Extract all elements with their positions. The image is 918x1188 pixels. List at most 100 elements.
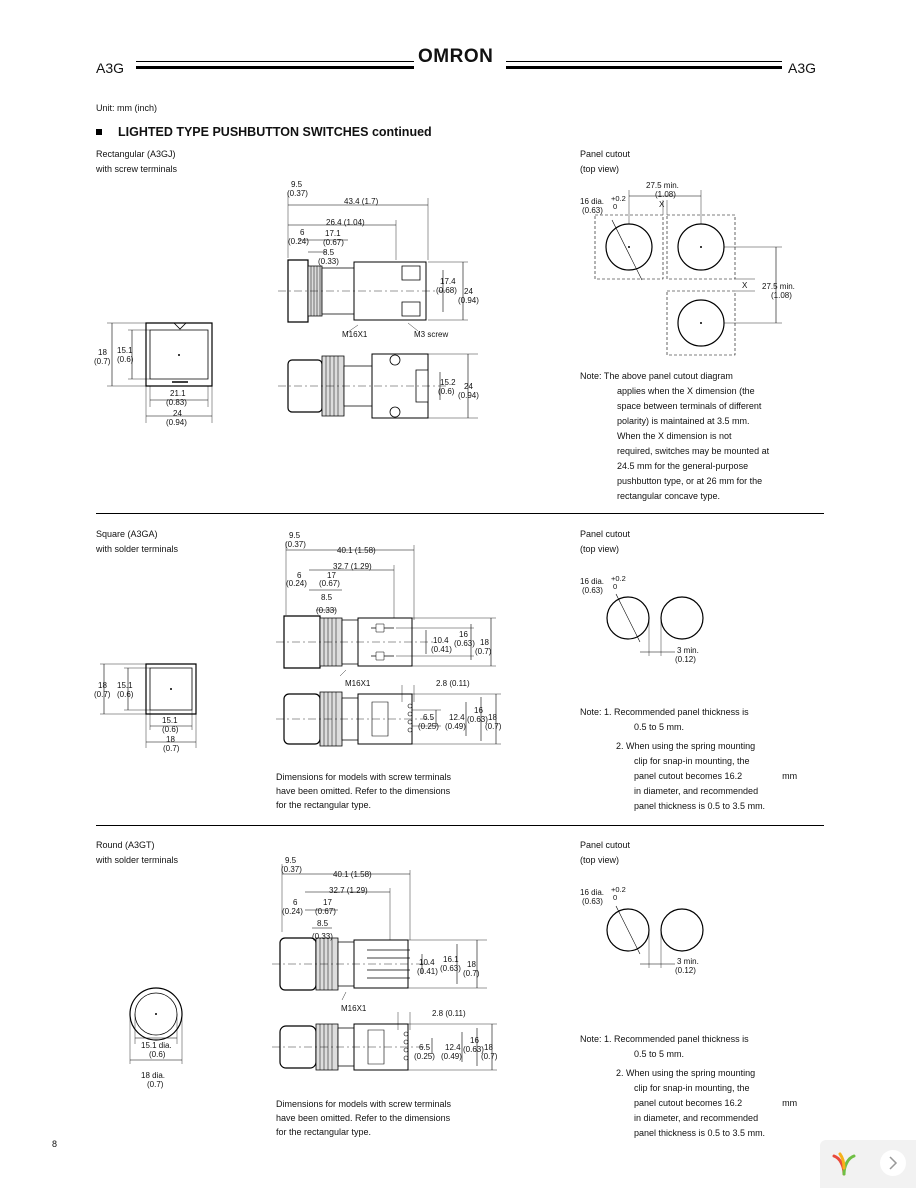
rect-cutout-dia-in: (0.63) (582, 206, 603, 215)
rect-cutout-title: Panel cutout (580, 149, 631, 159)
round-side-k-in: (0.7) (463, 969, 480, 978)
round-front-d2: 18 dia. (141, 1071, 166, 1080)
rect-note-line: space between terminals of different (617, 401, 762, 411)
square-side-m-in: (0.49) (445, 722, 466, 731)
section-divider (96, 825, 824, 826)
round-note-line: panel thickness is 0.5 to 3.5 mm. (634, 1128, 766, 1138)
rect-cutout-tol-plus: +0.2 (611, 194, 626, 203)
round-side-f: 8.5 (317, 919, 329, 928)
square-side-view-drawing (276, 540, 506, 755)
round-subtitle: with solder terminals (96, 855, 179, 865)
round-side-g-in: (0.41) (417, 967, 438, 976)
round-cutout-title: Panel cutout (580, 840, 631, 850)
rect-front-h1-in: (0.7) (94, 357, 111, 366)
unit-label: Unit: mm (inch) (96, 103, 158, 113)
square-cutout-gap-in: (0.12) (675, 655, 696, 664)
rect-front-view-drawing (90, 315, 230, 435)
rect-title: Rectangular (A3GJ) (96, 149, 176, 159)
square-note-line: panel thickness is 0.5 to 3.5 mm. (634, 801, 766, 811)
square-title: Square (A3GA) (96, 529, 158, 539)
rect-cutout-tol-zero: 0 (613, 202, 618, 211)
rect-cutout-drawing (590, 190, 790, 360)
square-cutout-title: Panel cutout (580, 529, 631, 539)
square-cutout-dia: 16 dia. (580, 577, 605, 586)
square-omit-note-line: for the rectangular type. (276, 800, 372, 810)
square-side-g-in: (0.41) (431, 645, 452, 654)
round-note-line: 0.5 to 5 mm. (634, 1049, 685, 1059)
square-front-w1-in: (0.6) (162, 725, 179, 734)
viewer-logo-icon[interactable] (828, 1148, 860, 1180)
rect-cutout-dia: 16 dia. (580, 197, 605, 206)
round-side-b: 40.1 (1.58) (333, 870, 372, 879)
square-front-h2-in: (0.6) (117, 690, 134, 699)
rect-side-thread: M16X1 (342, 330, 368, 339)
round-side-m: 12.4 (445, 1043, 461, 1052)
square-omit-note-line: have been omitted. Refer to the dimensio… (276, 786, 451, 796)
square-side-g: 10.4 (433, 636, 449, 645)
round-front-d1-in: (0.6) (149, 1050, 166, 1059)
square-front-w2: 18 (166, 735, 175, 744)
round-side-o-in: (0.7) (481, 1052, 498, 1061)
rect-side-j: 24 (464, 382, 473, 391)
rect-note-line: Note: The above panel cutout diagram (580, 371, 733, 381)
round-side-l: 6.5 (419, 1043, 431, 1052)
square-cutout-drawing (600, 590, 720, 660)
square-side-o: 18 (488, 713, 497, 722)
rect-note-line: required, switches may be mounted at (617, 446, 770, 456)
square-side-e-in: (0.67) (319, 579, 340, 588)
square-side-thread: M16X1 (345, 679, 371, 688)
next-page-button[interactable] (880, 1150, 906, 1176)
rect-side-a-in: (0.37) (287, 189, 308, 198)
round-note-line: Note: 1. Recommended panel thickness is (580, 1034, 749, 1044)
square-side-n-in: (0.63) (467, 715, 488, 724)
rect-side-i: 15.2 (440, 378, 456, 387)
rect-side-f: 8.5 (323, 248, 335, 257)
rect-note-line: applies when the X dimension (the (617, 386, 755, 396)
rect-side-j-in: (0.94) (458, 391, 479, 400)
square-note-line: in diameter, and recommended (634, 786, 759, 796)
round-note-cutout-unit: mm (782, 1098, 798, 1108)
round-front-d1: 15.1 dia. (141, 1041, 172, 1050)
rect-note-line: polarity) is maintained at 3.5 mm. (617, 416, 750, 426)
round-cutout-dia: 16 dia. (580, 888, 605, 897)
round-side-d: 6 (293, 898, 298, 907)
square-note: Note: 1. Recommended panel thickness is … (580, 705, 797, 814)
square-note-line: 2. When using the spring mounting (616, 741, 756, 751)
rect-cutout-x1: X (659, 200, 665, 209)
header-rule-right-bottom (506, 66, 782, 69)
round-cutout-subtitle: (top view) (580, 855, 620, 865)
rect-front-w2-in: (0.94) (166, 418, 187, 427)
rect-side-e-in: (0.67) (323, 238, 344, 247)
round-omit-note-line: Dimensions for models with screw termina… (276, 1099, 452, 1109)
square-side-d: 6 (297, 571, 302, 580)
square-side-b: 40.1 (1.58) (337, 546, 376, 555)
round-cutout-gap-in: (0.12) (675, 966, 696, 975)
rect-side-e: 17.1 (325, 229, 341, 238)
round-cutout-drawing (600, 902, 720, 972)
rect-cutout-x2: X (742, 281, 748, 290)
square-side-h-in: (0.63) (454, 639, 475, 648)
square-side-k-in: (0.7) (475, 647, 492, 656)
rect-side-g: 17.4 (440, 277, 456, 286)
round-side-g: 10.4 (419, 958, 435, 967)
round-side-l-in: (0.25) (414, 1052, 435, 1061)
round-side-view-drawing (272, 862, 502, 1072)
square-side-l: 6.5 (423, 713, 435, 722)
round-cutout-gap: 3 min. (677, 957, 699, 966)
round-side-k: 18 (467, 960, 476, 969)
square-side-k: 18 (480, 638, 489, 647)
rect-front-w2: 24 (173, 409, 182, 418)
page-number: 8 (52, 1139, 58, 1149)
rect-note: Note: The above panel cutout diagram app… (580, 369, 769, 504)
square-side-e: 17 (327, 571, 336, 580)
round-note: Note: 1. Recommended panel thickness is … (580, 1032, 797, 1141)
round-side-pin: 2.8 (0.11) (432, 1009, 466, 1018)
square-side-pin: 2.8 (0.11) (436, 679, 470, 688)
square-side-a: 9.5 (289, 531, 301, 540)
round-side-f-in: (0.33) (312, 932, 333, 941)
square-subtitle: with solder terminals (96, 544, 179, 554)
square-note-cutout-unit: mm (782, 771, 798, 781)
rect-side-f-in: (0.33) (318, 257, 339, 266)
